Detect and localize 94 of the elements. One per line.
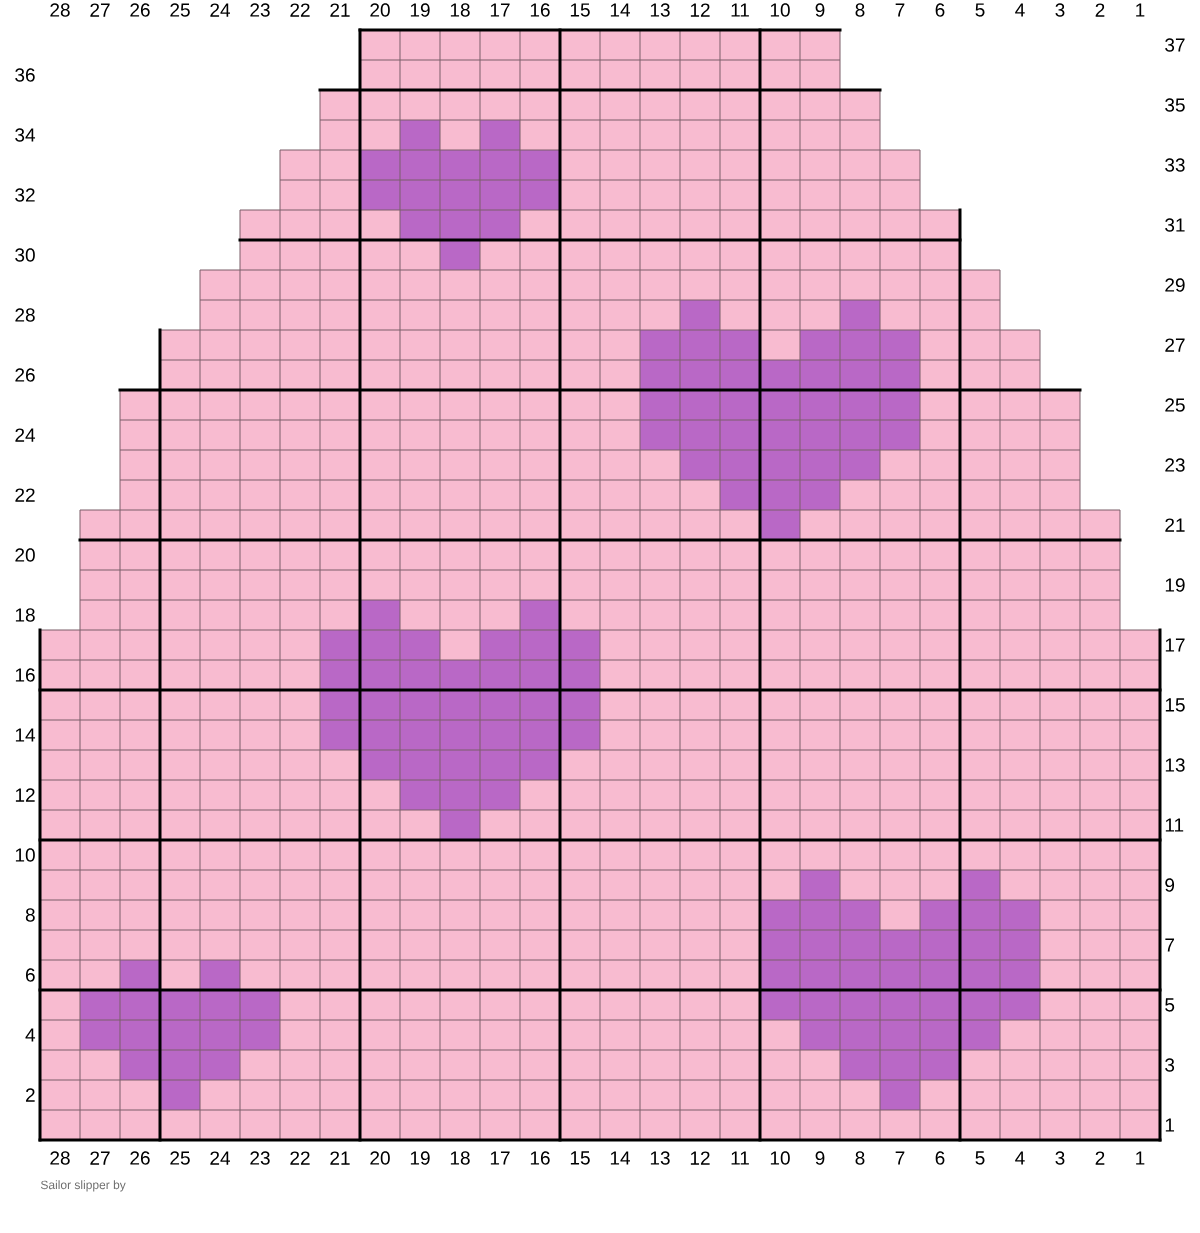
row-number: 19	[1165, 578, 1185, 592]
column-number: 9	[815, 3, 825, 17]
row-number: 22	[15, 488, 35, 502]
row-number: 4	[25, 1028, 36, 1042]
column-number: 18	[450, 3, 470, 17]
row-number: 1	[1165, 1118, 1175, 1132]
row-number: 31	[1165, 218, 1185, 232]
column-number: 11	[731, 1151, 749, 1165]
column-number: 19	[410, 1151, 430, 1165]
column-number: 1	[1136, 3, 1145, 17]
row-number: 26	[15, 368, 35, 382]
row-number: 29	[1165, 278, 1185, 292]
column-number: 22	[290, 3, 310, 17]
column-number: 7	[895, 3, 905, 17]
column-number: 17	[490, 1151, 510, 1165]
row-number: 2	[25, 1088, 35, 1102]
row-number: 36	[15, 68, 35, 82]
column-number: 15	[570, 1151, 590, 1165]
column-number: 25	[170, 3, 190, 17]
column-number: 12	[690, 3, 710, 17]
row-number: 33	[1165, 158, 1185, 172]
column-number: 10	[770, 3, 790, 17]
column-number: 7	[895, 1151, 905, 1165]
column-number: 20	[370, 1151, 390, 1165]
column-number: 1	[1136, 1151, 1145, 1165]
row-number: 34	[15, 128, 36, 142]
column-number: 19	[410, 3, 430, 17]
column-number: 23	[250, 1151, 270, 1165]
row-number: 17	[1165, 638, 1185, 652]
row-number: 15	[1165, 698, 1185, 712]
column-number: 8	[855, 3, 865, 17]
column-number: 5	[975, 1151, 985, 1165]
column-number: 4	[1015, 3, 1025, 17]
caption: Sailor slipper by	[40, 1180, 126, 1192]
row-number: 24	[15, 428, 36, 442]
column-number: 13	[650, 1151, 670, 1165]
row-number: 7	[1165, 938, 1175, 952]
row-number: 30	[15, 248, 35, 262]
column-number: 14	[610, 3, 630, 17]
column-number: 28	[50, 3, 70, 17]
row-number: 11	[1165, 818, 1184, 832]
row-number: 5	[1165, 998, 1175, 1012]
row-number: 3	[1165, 1058, 1175, 1072]
column-number: 10	[770, 1151, 790, 1165]
row-number: 8	[25, 908, 35, 922]
column-number: 21	[330, 3, 350, 17]
row-number: 20	[15, 548, 35, 562]
column-number: 18	[450, 1151, 470, 1165]
row-number: 21	[1165, 518, 1185, 532]
row-number: 10	[15, 848, 35, 862]
row-number: 16	[15, 668, 35, 682]
row-number: 6	[26, 968, 35, 982]
column-number: 27	[90, 3, 110, 17]
column-number: 16	[530, 3, 550, 17]
column-number: 8	[855, 1151, 865, 1165]
column-number: 11	[731, 3, 749, 17]
column-number: 6	[935, 1151, 945, 1165]
column-number: 2	[1095, 3, 1105, 17]
column-number: 9	[815, 1151, 825, 1165]
column-number: 3	[1055, 1151, 1065, 1165]
column-number: 14	[610, 1151, 630, 1165]
row-number: 14	[15, 728, 36, 742]
column-number: 3	[1055, 3, 1065, 17]
row-number: 12	[15, 788, 35, 802]
row-number: 35	[1165, 98, 1185, 112]
column-number: 5	[975, 3, 985, 17]
column-number: 17	[490, 3, 510, 17]
column-number: 23	[250, 3, 270, 17]
row-number: 27	[1165, 338, 1185, 352]
column-number: 26	[130, 3, 150, 17]
column-number: 28	[50, 1151, 70, 1165]
column-number: 2	[1095, 1151, 1105, 1165]
row-number: 25	[1165, 398, 1185, 412]
row-number: 9	[1165, 878, 1175, 892]
row-number: 28	[15, 308, 35, 322]
column-number: 6	[935, 3, 945, 17]
row-number: 23	[1165, 458, 1185, 472]
column-number: 27	[90, 1151, 110, 1165]
row-number: 13	[1165, 758, 1185, 772]
column-number: 16	[530, 1151, 550, 1165]
row-number: 32	[15, 188, 35, 202]
column-number: 15	[570, 3, 590, 17]
column-number: 22	[290, 1151, 310, 1165]
column-number: 21	[330, 1151, 350, 1165]
column-number: 24	[210, 1151, 230, 1165]
column-number: 12	[690, 1151, 710, 1165]
column-number: 4	[1015, 1151, 1025, 1165]
column-number: 20	[370, 3, 390, 17]
column-number: 26	[130, 1151, 150, 1165]
row-number: 18	[15, 608, 35, 622]
row-number: 37	[1165, 38, 1185, 52]
column-number: 24	[210, 3, 230, 17]
column-number: 25	[170, 1151, 190, 1165]
column-number: 13	[650, 3, 670, 17]
